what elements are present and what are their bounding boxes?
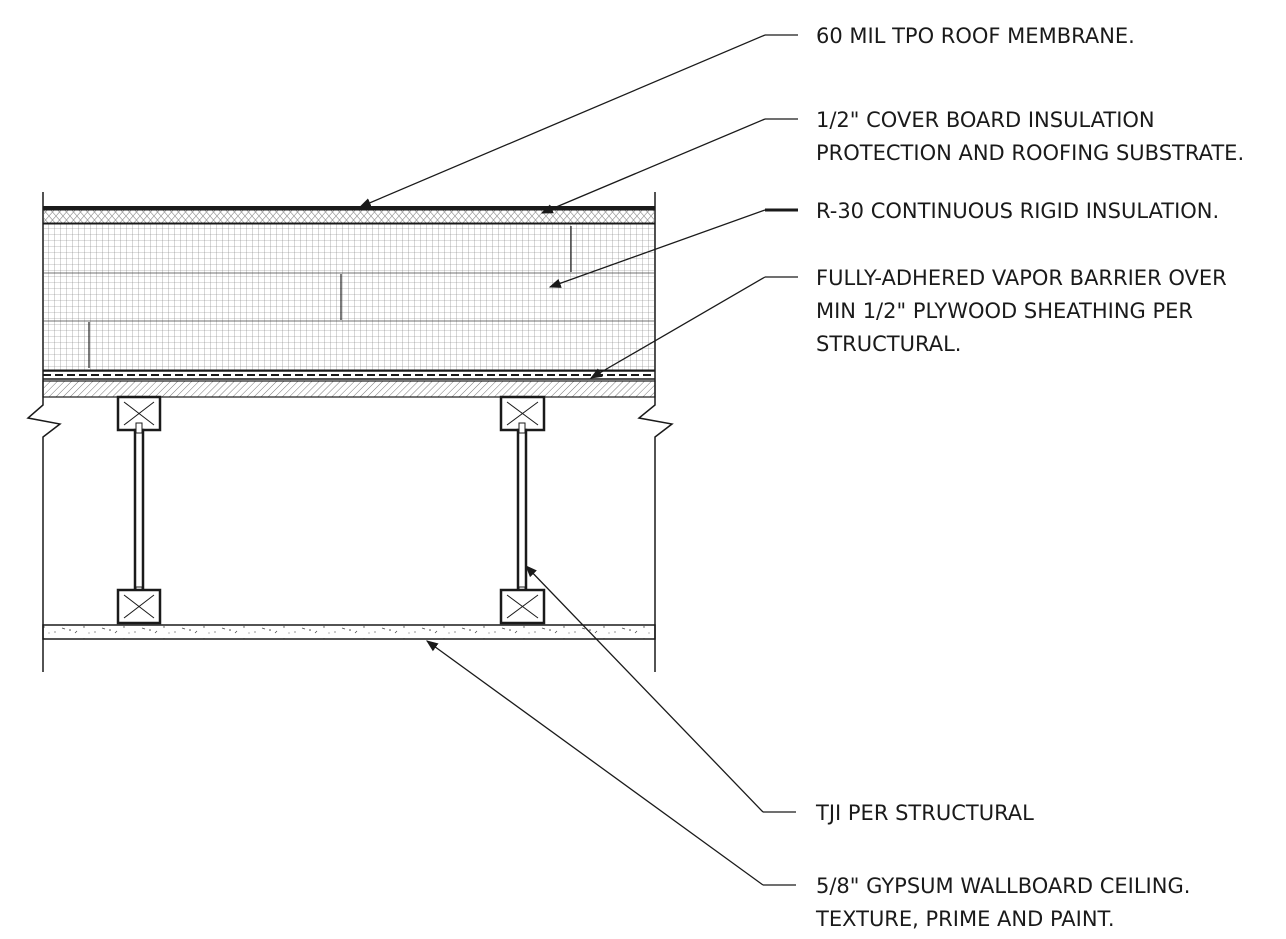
gypsum-board-layer <box>42 624 656 640</box>
note-vapor-barrier: FULLY-ADHERED VAPOR BARRIER OVER MIN 1/2… <box>816 266 1233 356</box>
note-vapor-barrier-line-2: MIN 1/2" PLYWOOD SHEATHING PER <box>816 299 1193 323</box>
note-tji-line: TJI PER STRUCTURAL <box>815 801 1034 825</box>
note-membrane-line: 60 MIL TPO ROOF MEMBRANE. <box>816 24 1135 48</box>
leader-gypsum <box>426 640 764 886</box>
tji-joist-left <box>116 395 162 625</box>
cover-board-layer <box>42 209 656 224</box>
leader-membrane <box>358 34 766 208</box>
tpo-membrane <box>43 206 655 210</box>
leader-tji <box>525 565 764 813</box>
note-vapor-barrier-line-1: FULLY-ADHERED VAPOR BARRIER OVER <box>816 266 1227 290</box>
leader-lines <box>358 34 798 886</box>
vapor-barrier-layer <box>43 370 655 380</box>
note-rigid-insulation-line: R-30 CONTINUOUS RIGID INSULATION. <box>816 199 1219 223</box>
note-membrane: 60 MIL TPO ROOF MEMBRANE. <box>816 24 1135 48</box>
note-vapor-barrier-line-3: STRUCTURAL. <box>816 332 961 356</box>
tji-joist-right <box>499 395 546 625</box>
note-gypsum-line-2: TEXTURE, PRIME AND PAINT. <box>815 907 1115 931</box>
leader-rigid-insulation <box>548 209 766 288</box>
note-tji: TJI PER STRUCTURAL <box>815 801 1034 825</box>
note-cover-board: 1/2" COVER BOARD INSULATION PROTECTION A… <box>816 108 1244 165</box>
note-gypsum-line-1: 5/8" GYPSUM WALLBOARD CEILING. <box>816 874 1190 898</box>
note-rigid-insulation: R-30 CONTINUOUS RIGID INSULATION. <box>816 199 1219 223</box>
leader-cover-board <box>540 118 766 214</box>
rigid-insulation-layer <box>42 223 656 371</box>
note-gypsum: 5/8" GYPSUM WALLBOARD CEILING. TEXTURE, … <box>815 874 1197 931</box>
note-cover-board-line-1: 1/2" COVER BOARD INSULATION <box>816 108 1155 132</box>
plywood-sheathing-layer <box>42 380 656 398</box>
leader-vapor-barrier <box>589 276 766 379</box>
note-cover-board-line-2: PROTECTION AND ROOFING SUBSTRATE. <box>816 141 1244 165</box>
